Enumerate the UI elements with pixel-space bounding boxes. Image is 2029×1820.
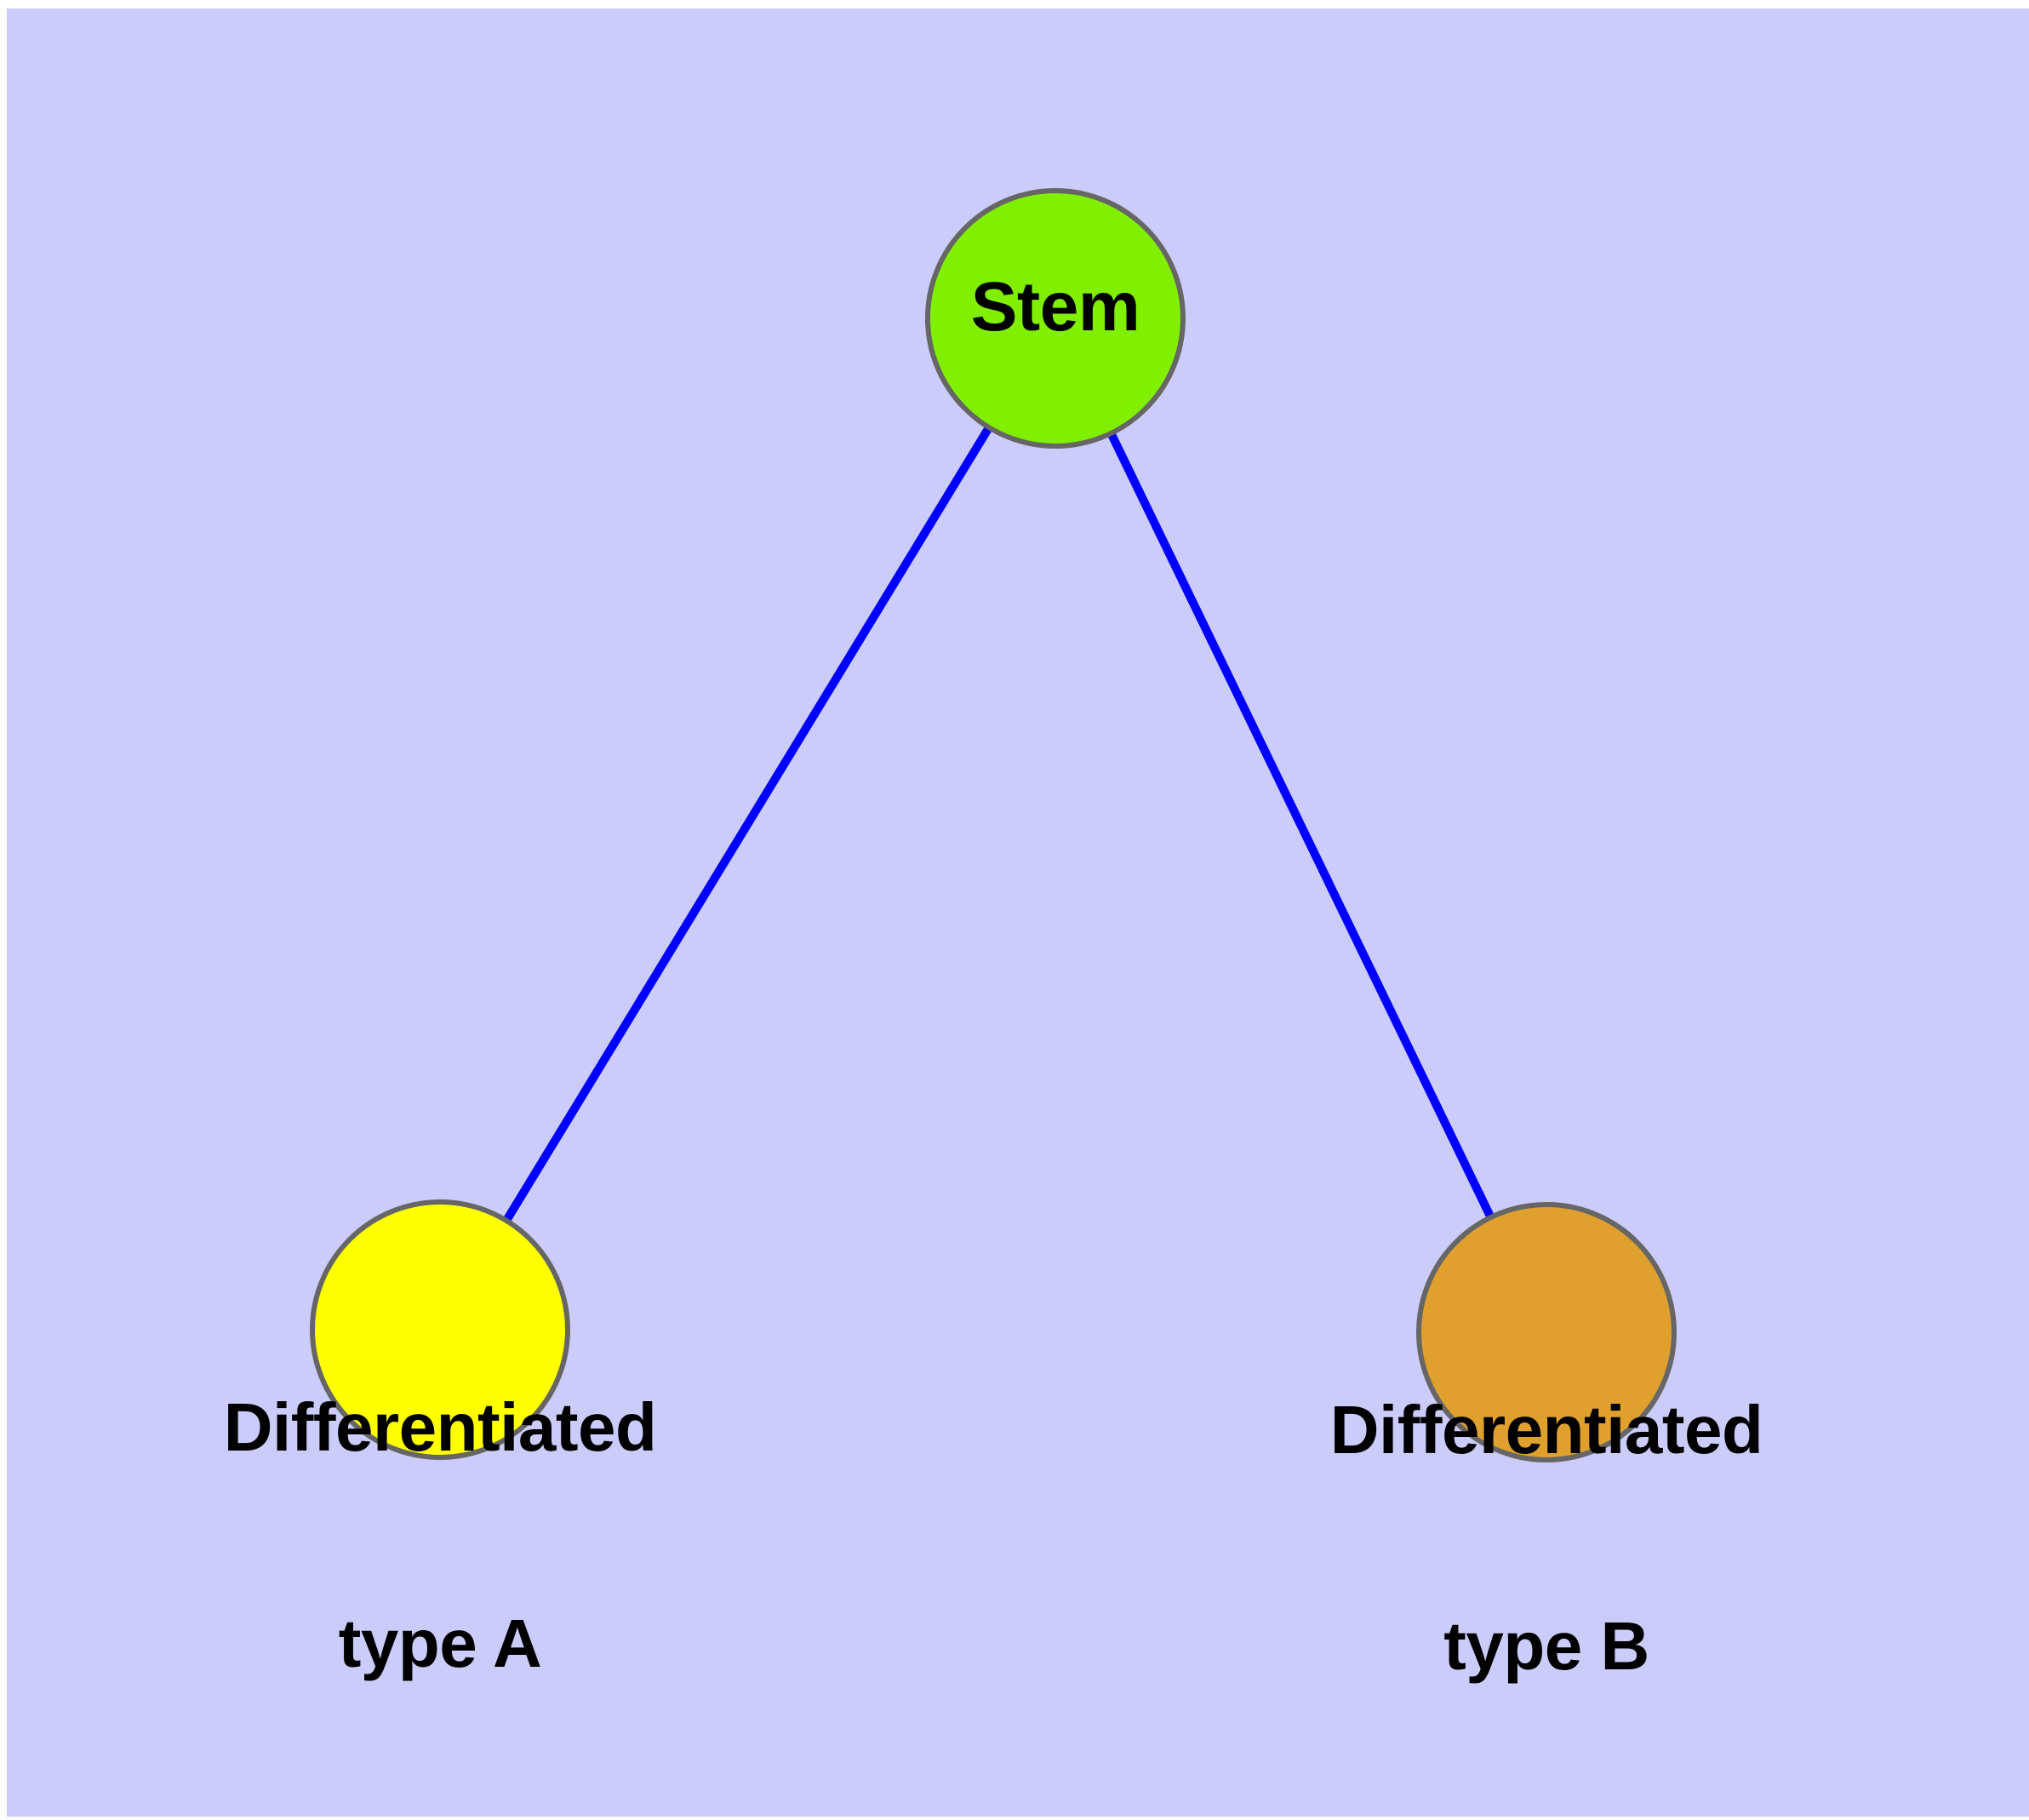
node-layer	[310, 188, 1677, 1462]
node-stem[interactable]	[925, 188, 1186, 449]
edge-stem-to-differentiated-type-b	[1051, 316, 1551, 1335]
node-differentiated-type-b[interactable]	[1416, 1202, 1677, 1462]
edge-layer	[436, 316, 1551, 1335]
node-differentiated-type-a[interactable]	[310, 1199, 570, 1460]
edge-stem-to-differentiated-type-a	[436, 316, 1060, 1332]
